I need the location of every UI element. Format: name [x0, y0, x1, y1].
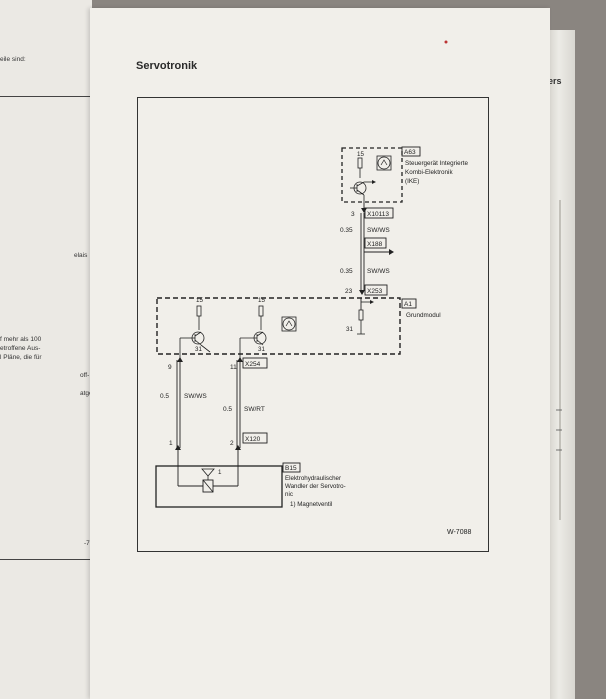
x120-pin-left: 1	[169, 440, 173, 447]
page-title: Servotronik	[136, 60, 198, 72]
a63-desc-2: Kombi-Elektronik	[405, 169, 453, 176]
a63-id: A63	[404, 149, 416, 156]
valve-icon	[201, 468, 215, 477]
x10113-label-box	[364, 207, 394, 219]
x254-pin-right: 11	[230, 364, 237, 371]
x120-pin-right: 2	[230, 440, 234, 447]
wire3-size: 0.5	[160, 393, 169, 400]
x188-label-box	[364, 237, 387, 249]
x254-pin-left: 9	[168, 364, 172, 371]
b15-desc-3: nic	[285, 491, 293, 498]
left-page: eile sind: elais f mehr als 100 etroffen…	[0, 0, 101, 699]
a63-desc-3: (IKE)	[405, 178, 419, 185]
a1-label-box	[401, 298, 417, 309]
b15-label-box	[282, 462, 301, 473]
a63-resistor	[357, 157, 363, 169]
a63-controller-icon	[377, 156, 391, 170]
a63-desc-1: Steuergerät Integrierte	[405, 160, 469, 167]
x254-id: X254	[245, 361, 261, 368]
wire2-color: SW/WS	[367, 268, 390, 275]
wire4-size: 0.5	[223, 406, 232, 413]
a1-t31-left: 31	[195, 346, 202, 353]
wire1-size: 0.35	[340, 227, 353, 234]
drawing-number: W-7088	[447, 529, 471, 536]
a1-t31-top: 31	[346, 326, 354, 333]
a1-id: A1	[404, 301, 412, 308]
a1-t31-right: 31	[258, 346, 265, 353]
wire2-size: 0.35	[340, 268, 353, 275]
wire3-color: SW/WS	[184, 393, 207, 400]
left-text-6: off-	[80, 372, 90, 379]
a1-controller-icon	[282, 317, 296, 331]
a63-label-box	[401, 146, 421, 157]
b15-desc-2: Wandler der Servotro-	[285, 483, 346, 490]
a1-t15-left: 15	[196, 297, 203, 304]
x188-id: X188	[367, 241, 383, 248]
b15-desc-1: Elektrohydraulischer	[285, 475, 341, 482]
left-text-7: atge-	[80, 390, 95, 397]
a1-box	[156, 297, 401, 355]
left-text-3: f mehr als 100	[0, 336, 42, 343]
a63-terminal: 15	[357, 151, 364, 158]
a1-t15-right: 15	[258, 297, 265, 304]
wire1-color: SW/WS	[367, 227, 390, 234]
b15-box	[155, 465, 283, 508]
left-text-2: elais	[74, 252, 88, 259]
x120-label-box	[242, 432, 268, 444]
a1-desc: Grundmodul	[406, 312, 441, 319]
a1-resistor-right	[358, 309, 364, 321]
left-text-4: etroffene Aus-	[0, 345, 41, 352]
right-page-fragment: ers	[548, 76, 562, 86]
x254-label-box	[242, 357, 268, 369]
x10113-pin: 3	[351, 211, 355, 218]
x10113-id: X10113	[367, 211, 389, 218]
diagram-frame	[137, 97, 489, 552]
wire4-color: SW/RT	[244, 406, 265, 413]
x120-id: X120	[245, 436, 261, 443]
a63-box	[341, 147, 403, 203]
left-text-1: eile sind:	[0, 56, 26, 63]
b15-footnote: 1) Magnetventil	[290, 501, 332, 508]
left-text-5: l Pläne, die für	[0, 354, 42, 361]
b15-footnote-marker: 1	[218, 469, 222, 476]
x253-id: X253	[367, 288, 383, 295]
x253-pin: 23	[345, 288, 353, 295]
b15-id: B15	[285, 465, 297, 472]
page-mark	[444, 40, 448, 44]
